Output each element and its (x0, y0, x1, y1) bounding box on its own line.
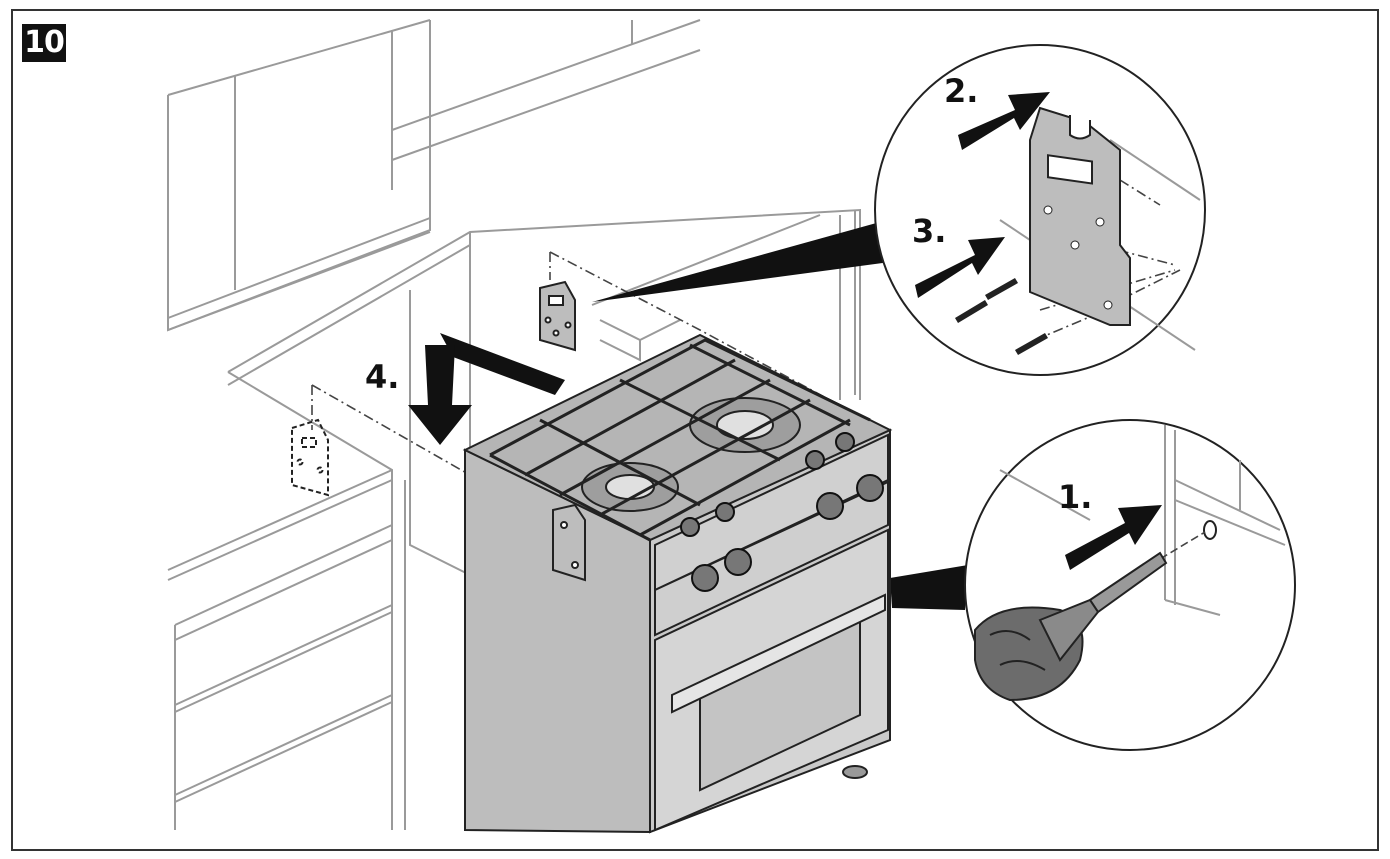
detail-circle-lower (964, 419, 1296, 751)
control-knobs (680, 432, 884, 592)
bracket-lower (291, 418, 329, 497)
detail-circle-upper (874, 44, 1206, 376)
arrow-step-3 (915, 237, 1005, 298)
kitchen-cabinets (167, 19, 861, 830)
arrow-step-1 (1065, 505, 1162, 570)
figure-border (11, 9, 1379, 851)
callout-step-3: 3. (912, 212, 947, 250)
callout-step-2: 2. (944, 72, 979, 110)
zoom-wedge-lower (890, 565, 968, 610)
arrow-step-4 (408, 333, 565, 445)
arrow-step-2 (958, 92, 1050, 150)
bracket-upper (539, 280, 576, 352)
zoom-wedge-upper (592, 222, 890, 302)
callout-step-4: 4. (365, 358, 400, 396)
pan-supports (489, 338, 871, 542)
cooker-foot (842, 765, 868, 779)
callout-step-1: 1. (1058, 478, 1093, 516)
step-number-badge: 10 (22, 24, 66, 62)
cooker-side-bracket (552, 503, 586, 582)
